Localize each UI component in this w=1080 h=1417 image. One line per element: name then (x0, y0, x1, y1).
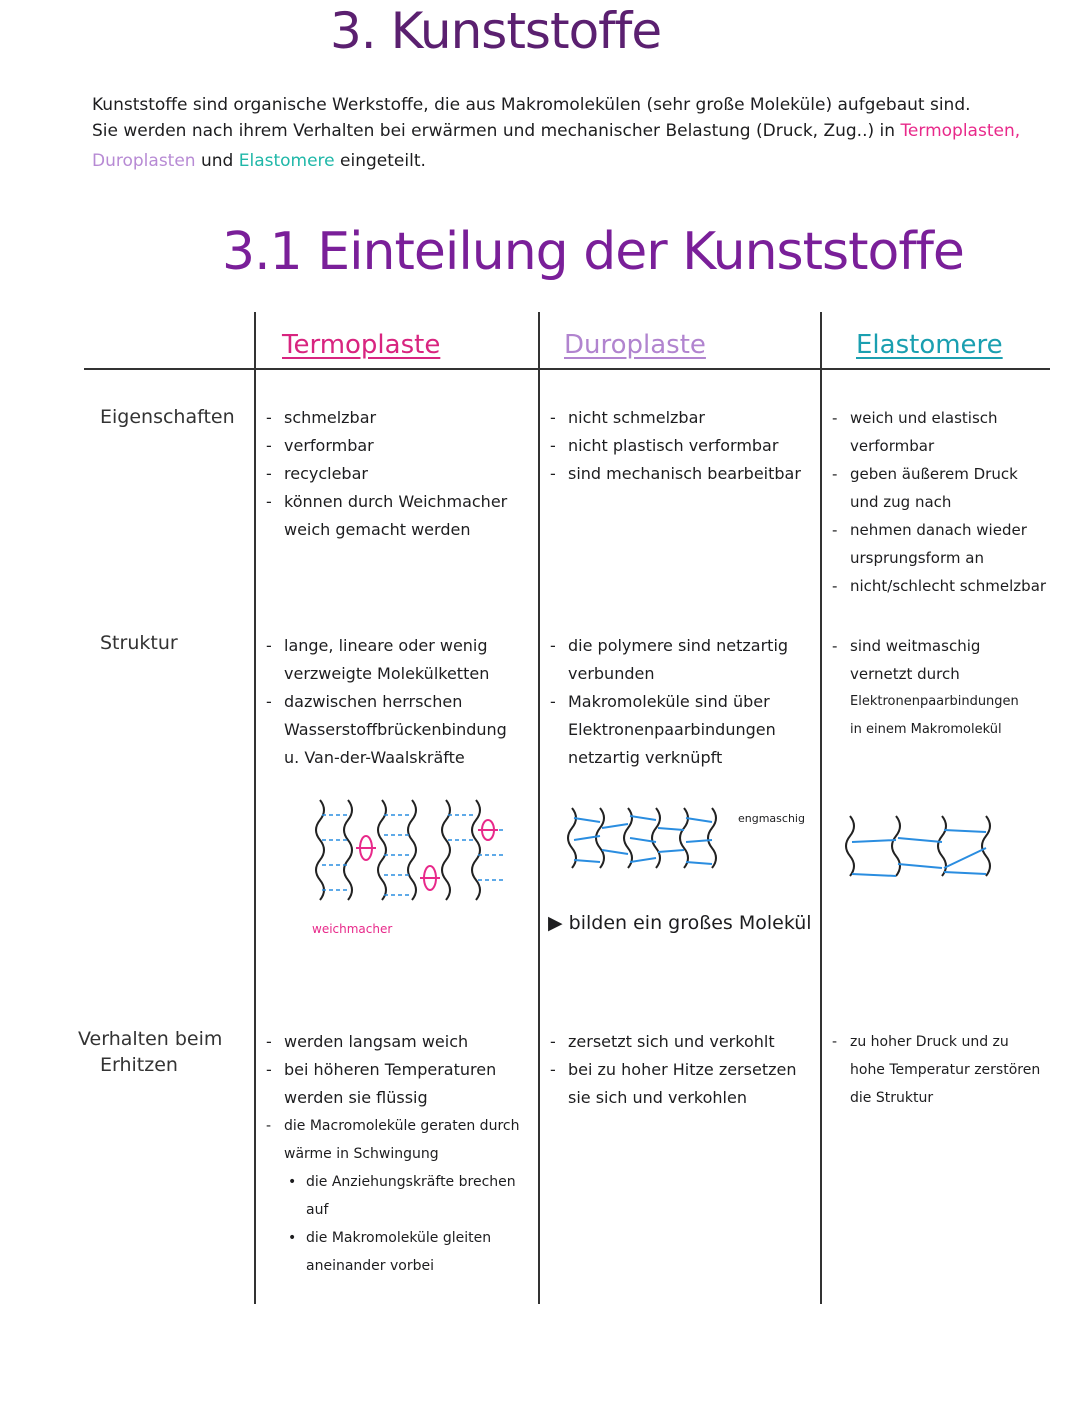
list-item: nicht schmelzbar (550, 404, 818, 432)
cell-struktur-duro: die polymere sind netzartig verbunden Ma… (550, 632, 818, 772)
list-item: zu hoher Druck und zu (832, 1028, 1072, 1056)
table-column-divider-1 (254, 312, 256, 1304)
cell-eigenschaften-elasto: weich und elastisch verformbar geben äuß… (832, 404, 1072, 600)
duro-note: ▶ bilden ein großes Molekül (548, 912, 812, 934)
list-item: zersetzt sich und verkohlt (550, 1028, 818, 1056)
intro-termoplasten: Termoplasten, (900, 121, 1021, 141)
table-column-divider-2 (538, 312, 540, 1304)
cell-eigenschaften-termo: schmelzbar verformbar recyclebar können … (266, 404, 536, 544)
list-item: nicht plastisch verformbar (550, 432, 818, 460)
list-item: die polymere sind netzartig (550, 632, 818, 660)
cell-struktur-elasto: sind weitmaschig vernetzt durch Elektron… (832, 632, 1072, 744)
list-item: weich gemacht werden (284, 520, 471, 539)
list-item: Makromoleküle sind über (550, 688, 818, 716)
row-label-erhitzen-line2: Erhitzen (100, 1054, 178, 1076)
list-item: wärme in Schwingung (284, 1146, 439, 1162)
intro-line-2: Sie werden nach ihrem Verhalten bei erwä… (92, 120, 1020, 142)
list-item: u. Van-der-Waalskräfte (284, 748, 465, 767)
intro-duroplasten: Duroplasten (92, 151, 196, 171)
list-item: können durch Weichmacher (266, 488, 536, 516)
column-header-elastomere: Elastomere (856, 330, 1003, 360)
list-item: Elektronenpaarbindungen (568, 720, 776, 739)
column-header-duroplaste: Duroplaste (564, 330, 706, 360)
list-item: verbunden (568, 664, 655, 683)
list-item: recyclebar (266, 460, 536, 488)
list-item: dazwischen herrschen (266, 688, 536, 716)
table-column-divider-3 (820, 312, 822, 1304)
list-item: ursprungsform an (850, 549, 984, 567)
list-item: die Makromoleküle gleiten (266, 1224, 536, 1252)
list-item: die Macromoleküle geraten durch (266, 1112, 536, 1140)
list-item: sind weitmaschig (832, 632, 1072, 660)
list-item: schmelzbar (266, 404, 536, 432)
list-item: verzweigte Molekülketten (284, 664, 490, 683)
intro-line-1: Kunststoffe sind organische Werkstoffe, … (92, 95, 971, 115)
termoplaste-structure-drawing (315, 799, 505, 901)
column-header-termoplaste: Termoplaste (282, 330, 441, 360)
list-item: Wasserstoffbrückenbindung (284, 720, 507, 739)
list-item: aneinander vorbei (306, 1258, 434, 1274)
list-item: in einem Makromolekül (850, 722, 1002, 737)
cell-erhitzen-duro: zersetzt sich und verkohlt bei zu hoher … (550, 1028, 818, 1112)
intro-und: und (200, 151, 234, 171)
list-item: die Anziehungskräfte brechen (266, 1168, 536, 1196)
list-item: weich und elastisch (832, 404, 1072, 432)
list-item: Elektronenpaarbindungen (850, 694, 1019, 709)
weichmacher-label: weichmacher (312, 922, 393, 936)
intro-eingeteilt: eingeteilt. (340, 151, 426, 171)
section-title: 3.1 Einteilung der Kunststoffe (222, 222, 965, 282)
intro-line-3: Duroplasten und Elastomere eingeteilt. (92, 150, 426, 172)
list-item: geben äußerem Druck (832, 460, 1072, 488)
table-header-divider (84, 368, 1050, 370)
list-item: vernetzt durch (850, 665, 960, 683)
list-item: bei höheren Temperaturen (266, 1056, 536, 1084)
arrow-right-icon: ▶ (548, 912, 563, 934)
list-item: bei zu hoher Hitze zersetzen (550, 1056, 818, 1084)
list-item: lange, lineare oder wenig (266, 632, 536, 660)
duroplaste-structure-drawing (567, 807, 717, 869)
intro-line-2-text: Sie werden nach ihrem Verhalten bei erwä… (92, 121, 896, 141)
page-title: 3. Kunststoffe (330, 2, 662, 60)
list-item: hohe Temperatur zerstören (850, 1062, 1041, 1078)
list-item: auf (306, 1202, 329, 1218)
list-item: die Struktur (850, 1090, 934, 1106)
list-item: sie sich und verkohlen (568, 1088, 747, 1107)
list-item: verformbar (850, 437, 935, 455)
row-label-erhitzen-line1: Verhalten beim (78, 1028, 223, 1050)
list-item: werden langsam weich (266, 1028, 536, 1056)
engmaschig-label: engmaschig (738, 812, 805, 825)
elastomere-structure-drawing (845, 815, 991, 877)
list-item: und zug nach (850, 493, 952, 511)
cell-erhitzen-elasto: zu hoher Druck und zu hohe Temperatur ze… (832, 1028, 1072, 1112)
list-item: werden sie flüssig (284, 1088, 428, 1107)
cell-eigenschaften-duro: nicht schmelzbar nicht plastisch verform… (550, 404, 818, 488)
list-item: verformbar (266, 432, 536, 460)
list-item: sind mechanisch bearbeitbar (550, 460, 818, 488)
list-item: nehmen danach wieder (832, 516, 1072, 544)
row-label-eigenschaften: Eigenschaften (100, 406, 235, 428)
cell-erhitzen-termo: werden langsam weich bei höheren Tempera… (266, 1028, 536, 1280)
duro-note-text: bilden ein großes Molekül (568, 912, 812, 934)
intro-elastomere: Elastomere (238, 151, 335, 171)
row-label-struktur: Struktur (100, 632, 178, 654)
list-item: netzartig verknüpft (568, 748, 723, 767)
cell-struktur-termo: lange, lineare oder wenig verzweigte Mol… (266, 632, 536, 772)
row-label-erhitzen: Verhalten beim Erhitzen (78, 1026, 222, 1078)
list-item: nicht/schlecht schmelzbar (832, 572, 1072, 600)
